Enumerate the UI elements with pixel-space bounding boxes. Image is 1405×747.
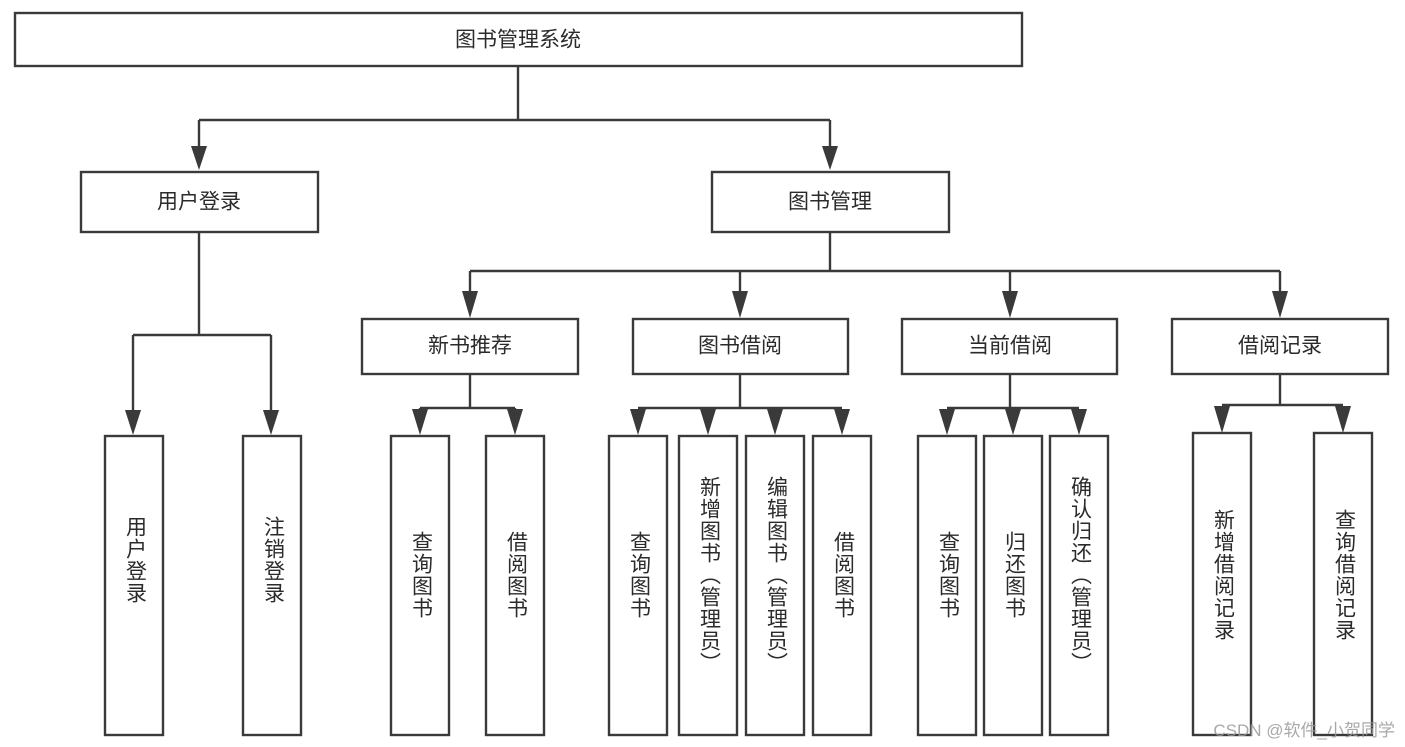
leaf-add-record-box[interactable] xyxy=(1191,431,1253,737)
node-new-book-recommend[interactable]: 新书推荐 xyxy=(360,317,580,376)
leaf-borrow-book-2-label: 借阅图书 xyxy=(831,531,855,619)
arrow-head-leaf-user-login xyxy=(125,410,141,435)
arrow-head-cb-leaf-3 xyxy=(1071,409,1087,435)
borrow-record-label: 借阅记录 xyxy=(1238,335,1322,358)
leaf-node[interactable]: 归还图书 xyxy=(982,434,1044,737)
arrow-head-bb-leaf-3 xyxy=(767,409,783,435)
arrow-head-book-borrow xyxy=(732,291,748,318)
leaf-node[interactable]: 查询借阅记录 xyxy=(1312,431,1374,737)
leaf-return-book-box[interactable] xyxy=(982,434,1044,737)
leaf-query-record-label: 查询借阅记录 xyxy=(1332,509,1356,641)
book-manage-label: 图书管理 xyxy=(788,191,872,214)
leaf-query-book-2-label: 查询图书 xyxy=(627,531,651,619)
leaf-confirm-return-label: 确认归还（管理员） xyxy=(1068,476,1092,674)
leaf-query-book-3-label: 查询图书 xyxy=(936,531,960,619)
leaf-node[interactable]: 查询图书 xyxy=(389,434,451,737)
leaf-node[interactable]: 用户登录 xyxy=(103,434,165,737)
leaf-node[interactable]: 借阅图书 xyxy=(484,434,546,737)
leaf-user-login-box[interactable] xyxy=(103,434,165,737)
leaf-node[interactable]: 注销登录 xyxy=(241,434,303,737)
borrow-record-box[interactable] xyxy=(1170,317,1390,376)
leaf-user-login-label: 用户登录 xyxy=(123,516,147,604)
user-login-box[interactable] xyxy=(79,170,320,234)
node-book-borrow[interactable]: 图书借阅 xyxy=(631,317,850,376)
leaf-node[interactable]: 编辑图书（管理员） xyxy=(744,434,806,737)
leaf-node[interactable]: 借阅图书 xyxy=(811,434,873,737)
leaf-node[interactable]: 查询图书 xyxy=(916,434,978,737)
arrow-head-bb-leaf-1 xyxy=(630,409,646,435)
connector-layer xyxy=(125,66,1351,435)
node-borrow-record[interactable]: 借阅记录 xyxy=(1170,317,1390,376)
user-login-label: 用户登录 xyxy=(157,191,241,214)
leaf-add-record-label: 新增借阅记录 xyxy=(1211,509,1235,641)
current-borrow-label: 当前借阅 xyxy=(968,335,1052,358)
arrow-head-cb-leaf-1 xyxy=(939,409,955,435)
leaf-user-logout-box[interactable] xyxy=(241,434,303,737)
new-book-recommend-label: 新书推荐 xyxy=(428,335,512,358)
arrow-head-leaf-user-logout xyxy=(263,410,279,435)
arrow-head-bb-leaf-4 xyxy=(834,409,850,435)
leaf-borrow-book-2-box[interactable] xyxy=(811,434,873,737)
leaf-add-book-box[interactable] xyxy=(677,434,739,737)
leaf-query-book-1-label: 查询图书 xyxy=(409,531,433,619)
leaf-node[interactable]: 确认归还（管理员） xyxy=(1048,434,1110,737)
arrow-head-br-leaf-1 xyxy=(1214,406,1230,433)
leaf-query-book-1-box[interactable] xyxy=(389,434,451,737)
leaf-query-book-3-box[interactable] xyxy=(916,434,978,737)
arrow-head-user-login xyxy=(191,146,207,170)
leaf-return-book-label: 归还图书 xyxy=(1002,531,1026,619)
arrow-head-borrow-record xyxy=(1272,291,1288,318)
leaf-borrow-book-1-box[interactable] xyxy=(484,434,546,737)
book-borrow-box[interactable] xyxy=(631,317,850,376)
arrow-head-current-borrow xyxy=(1002,291,1018,318)
leaf-confirm-return-box[interactable] xyxy=(1048,434,1110,737)
leaf-user-logout-label: 注销登录 xyxy=(261,516,285,604)
leaf-edit-book-label: 编辑图书（管理员） xyxy=(764,476,788,674)
root-box[interactable] xyxy=(13,11,1024,68)
arrow-head-br-leaf-2 xyxy=(1335,406,1351,433)
arrow-head-nbr-leaf-1 xyxy=(412,409,428,435)
leaf-node[interactable]: 查询图书 xyxy=(607,434,669,737)
current-borrow-box[interactable] xyxy=(900,317,1119,376)
leaf-query-record-box[interactable] xyxy=(1312,431,1374,737)
leaf-node[interactable]: 新增借阅记录 xyxy=(1191,431,1253,737)
book-manage-box[interactable] xyxy=(710,170,951,234)
leaf-node[interactable]: 新增图书（管理员） xyxy=(677,434,739,737)
arrow-head-nbr-leaf-2 xyxy=(507,409,523,435)
arrow-head-book-manage xyxy=(822,146,838,170)
arrow-head-cb-leaf-2 xyxy=(1005,409,1021,435)
leaf-add-book-label: 新增图书（管理员） xyxy=(697,476,721,674)
root-label: 图书管理系统 xyxy=(455,29,581,52)
node-root[interactable]: 图书管理系统 xyxy=(13,11,1024,68)
node-current-borrow[interactable]: 当前借阅 xyxy=(900,317,1119,376)
new-book-recommend-box[interactable] xyxy=(360,317,580,376)
arrow-head-new-book-recommend xyxy=(462,291,478,318)
node-user-login[interactable]: 用户登录 xyxy=(79,170,320,234)
arrow-head-bb-leaf-2 xyxy=(700,409,716,435)
book-borrow-label: 图书借阅 xyxy=(698,335,782,358)
leaf-edit-book-box[interactable] xyxy=(744,434,806,737)
leaf-borrow-book-1-label: 借阅图书 xyxy=(504,531,528,619)
leaf-query-book-2-box[interactable] xyxy=(607,434,669,737)
node-book-manage[interactable]: 图书管理 xyxy=(710,170,951,234)
